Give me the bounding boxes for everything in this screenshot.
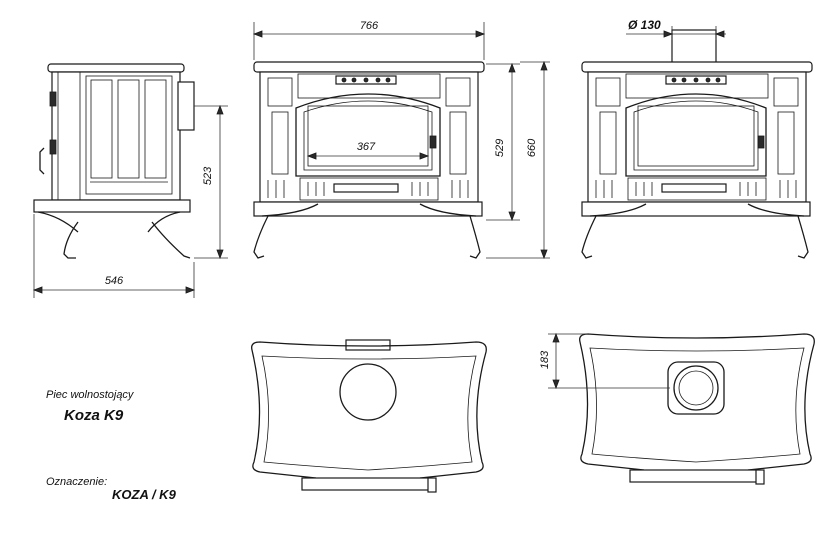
side-view [33, 63, 195, 259]
dim-depth: 546 [105, 275, 124, 287]
dimension-lines [32, 22, 726, 390]
caption-marking-label: Oznaczenie: [46, 476, 108, 488]
rear-view [581, 29, 813, 259]
dim-total-height: 660 [526, 138, 538, 157]
dim-flue-offset: 183 [539, 350, 551, 369]
caption-type: Piec wolnostojący [46, 389, 134, 401]
dim-flue-diameter: Ø 130 [628, 18, 661, 32]
dim-width: 766 [360, 20, 379, 32]
caption-model: Koza K9 [64, 407, 124, 424]
dim-rear-flue-height: 529 [494, 139, 506, 157]
dim-window-width: 367 [357, 141, 376, 153]
top-view-rear-outlet [251, 339, 487, 493]
caption-marking-value: KOZA / K9 [112, 487, 176, 502]
front-view [253, 61, 485, 259]
dim-side-height: 523 [202, 166, 214, 185]
top-view-top-outlet [579, 333, 815, 485]
